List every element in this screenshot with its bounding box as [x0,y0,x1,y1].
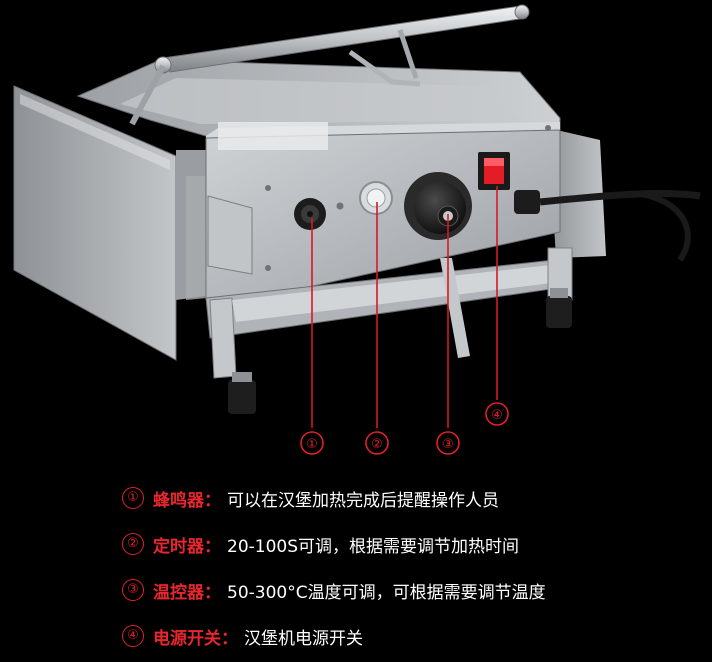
control-panel [205,129,561,301]
legend-item-timer: ② 定时器 ： 20-100S可调，根据需要调节加热时间 [122,524,519,564]
lid-handle [162,5,527,73]
legend-item-power-switch: ④ 电源开关 ： 汉堡机电源开关 [122,616,363,656]
callout-2: ② [371,437,383,452]
legend-description: 汉堡机电源开关 [244,628,363,649]
legend-description: 50-300°C温度可调，可根据需要调节温度 [227,582,546,603]
power-switch-icon [478,152,510,190]
foot-front-left [228,380,256,414]
legend-item-buzzer: ① 蜂鸣器 ： 可以在汉堡加热完成后提醒操作人员 [122,478,499,518]
legend-colon: ： [204,582,221,603]
legend-term: 电源开关 [153,628,221,649]
buzzer-icon [294,198,326,230]
thermostat-knob-icon [404,172,472,240]
callout-4: ④ [491,408,503,423]
legend-number: ① [122,487,144,509]
callout-lines [311,186,498,428]
legend-number: ③ [122,579,144,601]
timer-dial-icon [359,181,393,215]
power-cord [514,190,701,262]
callout-3: ③ [442,437,454,452]
foot-back-right [546,296,572,328]
legend-colon: ： [221,628,238,649]
legend-colon: ： [204,536,221,557]
legend-description: 20-100S可调，根据需要调节加热时间 [227,536,520,557]
callout-1: ① [306,437,318,452]
legend-item-thermostat: ③ 温控器 ： 50-300°C温度可调，可根据需要调节温度 [122,570,546,610]
legend-number: ④ [122,625,144,647]
legend-term: 定时器 [153,536,204,557]
legend-term: 温控器 [153,582,204,603]
legend-colon: ： [204,490,221,511]
legend-number: ② [122,533,144,555]
callout-markers: ① ② ③ ④ [300,402,509,455]
legend-term: 蜂鸣器 [153,490,204,511]
right-side-panel [548,128,606,258]
legend-description: 可以在汉堡加热完成后提醒操作人员 [227,490,499,511]
